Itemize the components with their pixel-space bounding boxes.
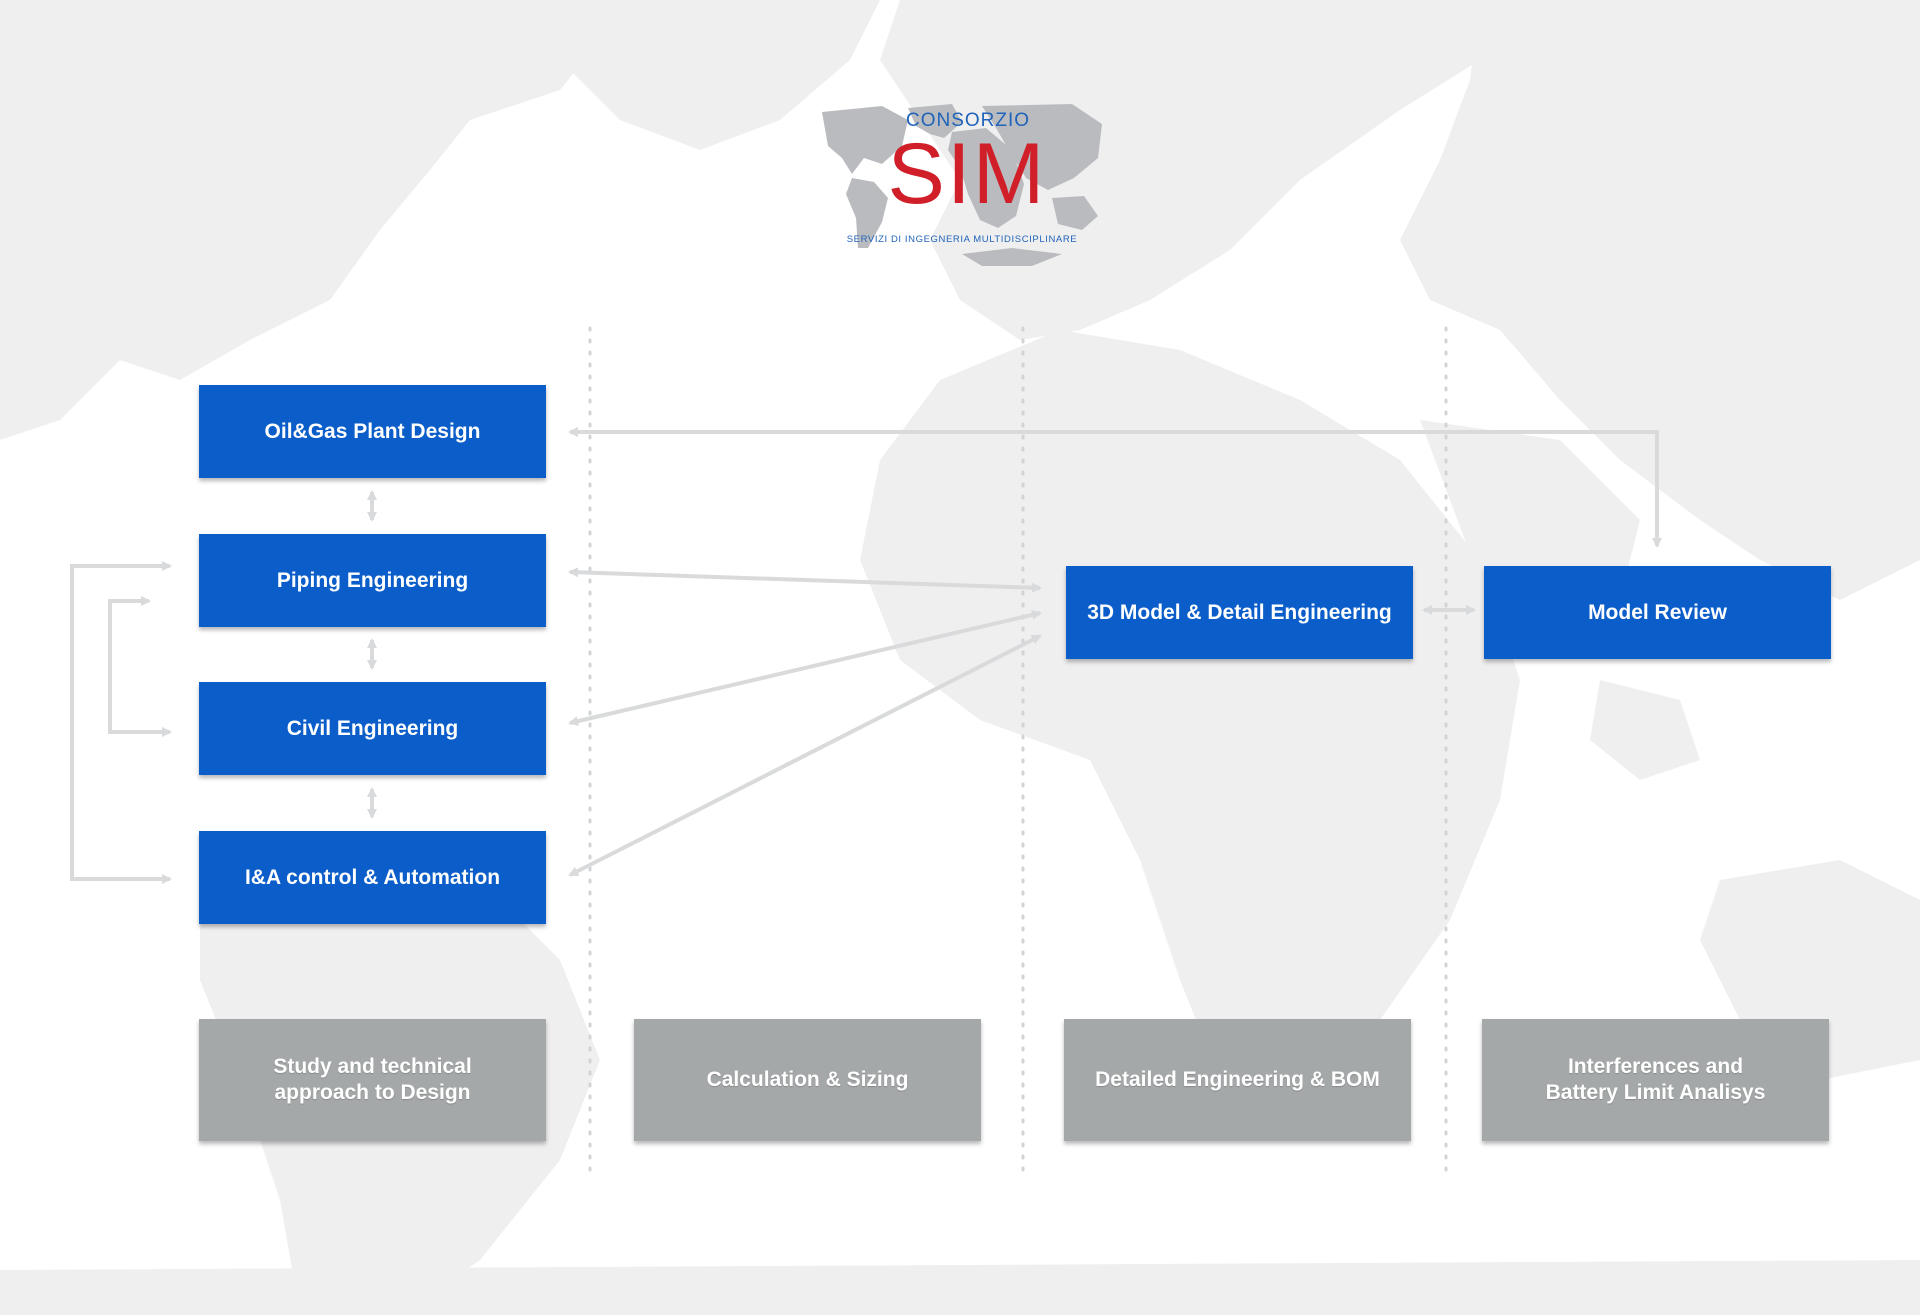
connector-piping-ia-left	[70, 561, 172, 884]
box-label: Piping Engineering	[276, 568, 469, 592]
phase-label-line-1: Study and technical	[273, 1055, 472, 1078]
box-oil-gas-plant-design: Oil&Gas Plant Design	[199, 385, 546, 478]
box-3d-model-detail-engineering: 3D Model & Detail Engineering	[1066, 566, 1413, 659]
box-label: I&A control & Automation	[244, 865, 501, 889]
box-label: Civil Engineering	[286, 716, 459, 740]
phase-label: Calculation & Sizing	[706, 1068, 909, 1091]
box-model-review: Model Review	[1484, 566, 1831, 659]
phase-label-line-1: Interferences and	[1567, 1055, 1744, 1078]
phase-interferences-battery-limit: Interferences and Battery Limit Analisys	[1482, 1019, 1829, 1141]
connector-piping-3d	[568, 567, 1042, 593]
logo-world-map-icon	[822, 104, 1102, 266]
logo-tagline: SERVIZI DI INGEGNERIA MULTIDISCIPLINARE	[846, 234, 1078, 245]
phase-study-design: Study and technical approach to Design	[199, 1019, 546, 1141]
phase-label-line-2: approach to Design	[274, 1081, 471, 1104]
phase-detailed-engineering-bom: Detailed Engineering & BOM	[1064, 1019, 1411, 1141]
box-label: 3D Model & Detail Engineering	[1087, 600, 1392, 624]
connector-piping-civil-left	[108, 596, 172, 737]
connector-ia-3d	[568, 634, 1042, 877]
logo-consorzio-text: CONSORZIO	[905, 110, 1031, 131]
phase-calculation-sizing: Calculation & Sizing	[634, 1019, 981, 1141]
box-label: Oil&Gas Plant Design	[264, 419, 481, 443]
connector-civil-3d	[568, 609, 1042, 727]
box-civil-engineering: Civil Engineering	[199, 682, 546, 775]
box-label: Model Review	[1588, 600, 1727, 624]
box-piping-engineering: Piping Engineering	[199, 534, 546, 627]
consorzio-sim-logo: CONSORZIO SIM SERVIZI DI INGEGNERIA MULT…	[812, 98, 1112, 272]
box-ia-control-automation: I&A control & Automation	[199, 831, 546, 924]
logo-sim-text: SIM	[887, 126, 1047, 222]
connector-oilgas-model-review	[568, 427, 1662, 548]
phase-label-line-2: Battery Limit Analisys	[1545, 1081, 1766, 1104]
phase-label: Detailed Engineering & BOM	[1095, 1068, 1380, 1091]
